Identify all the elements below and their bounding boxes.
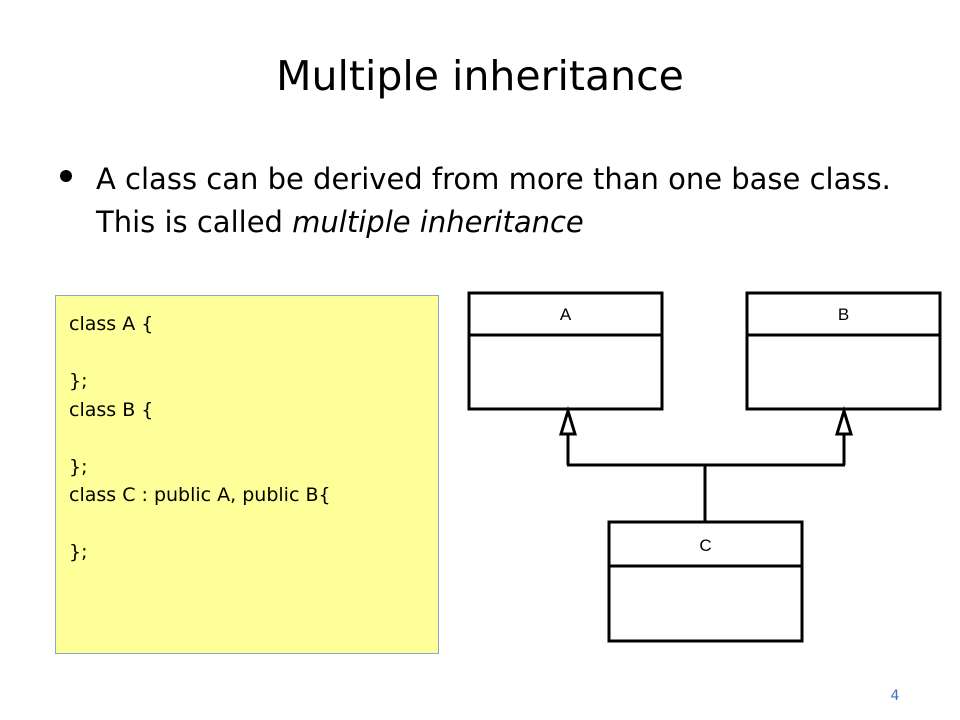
inheritance-connectors xyxy=(566,434,846,522)
bullet-text-main: A class can be derived from more than on… xyxy=(96,162,891,239)
code-line: class A { xyxy=(69,313,154,335)
class-c-box xyxy=(607,520,804,643)
class-b-label: B xyxy=(838,305,849,324)
inheritance-arrowhead-b xyxy=(834,405,854,436)
class-a-box xyxy=(467,291,664,411)
code-line: class C : public A, public B{ xyxy=(69,484,331,506)
code-line: }; xyxy=(69,455,88,478)
class-c-label: C xyxy=(699,536,711,555)
uml-class-a: A xyxy=(467,291,664,411)
bullet-text: A class can be derived from more than on… xyxy=(96,158,900,244)
uml-class-c: C xyxy=(607,520,804,643)
inheritance-arrowhead-a xyxy=(558,405,578,436)
uml-class-b: B xyxy=(745,291,942,411)
bullet-item: A class can be derived from more than on… xyxy=(60,158,900,244)
slide-title: Multiple inheritance xyxy=(276,52,684,100)
code-line: class B { xyxy=(69,398,154,421)
code-line: }; xyxy=(69,541,88,563)
code-box: class A { }; class B { }; class C : publ… xyxy=(55,295,439,654)
slide-number: 4 xyxy=(890,688,900,704)
class-b-box xyxy=(745,291,942,411)
class-a-label: A xyxy=(560,305,572,324)
code-line: }; xyxy=(69,370,88,392)
bullet-dot xyxy=(60,170,72,182)
bullet-text-emphasis: multiple inheritance xyxy=(292,205,584,239)
